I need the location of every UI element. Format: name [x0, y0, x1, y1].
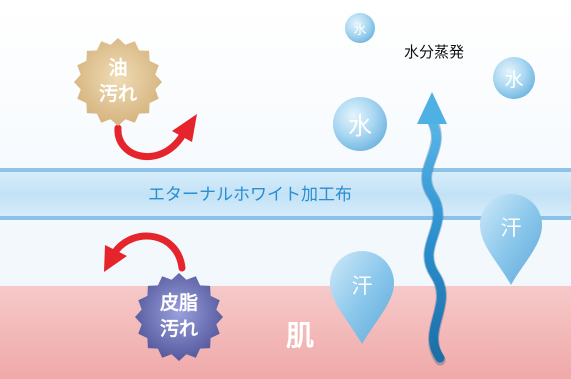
fabric-band — [0, 168, 571, 220]
svg-text:水: 水 — [353, 23, 366, 38]
sebum-stain-badge: 皮脂 汚れ — [135, 273, 223, 361]
svg-text:汚れ: 汚れ — [160, 318, 198, 340]
oil-repel-arrow — [114, 114, 197, 160]
fabric-label: エターナルホワイト加工布 — [148, 185, 352, 205]
skin-label: 肌 — [286, 319, 314, 352]
evaporation-label: 水分蒸発 — [404, 43, 464, 61]
evaporation-arrow — [417, 92, 447, 366]
skin-band — [0, 286, 571, 379]
sweat-drop-upper: 汗 — [479, 193, 542, 285]
svg-text:油: 油 — [108, 57, 127, 79]
svg-text:汚れ: 汚れ — [99, 83, 137, 105]
sebum-release-arrow — [104, 232, 186, 272]
svg-text:水: 水 — [504, 69, 523, 91]
svg-text:皮脂: 皮脂 — [160, 291, 198, 314]
svg-text:汗: 汗 — [352, 274, 373, 298]
sweat-drop-lower: 汗 — [330, 251, 394, 344]
water-droplet-right: 水 — [493, 57, 535, 99]
oil-stain-badge: 油 汚れ — [74, 38, 162, 126]
water-droplet-small: 水 — [345, 13, 375, 43]
svg-text:汗: 汗 — [501, 216, 522, 240]
svg-text:水: 水 — [348, 112, 372, 140]
water-droplet-large: 水 — [333, 97, 387, 151]
